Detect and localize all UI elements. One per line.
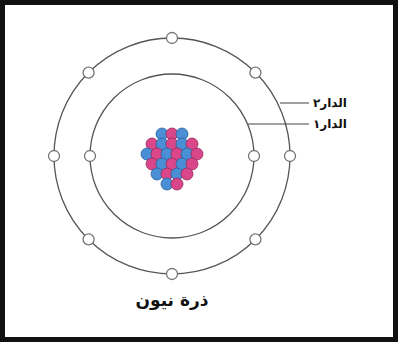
electron (167, 269, 178, 280)
electron (249, 151, 260, 162)
electron (250, 67, 261, 78)
electron (85, 151, 96, 162)
leader-line (280, 103, 309, 104)
electrons (49, 33, 296, 280)
orbit-label: الدار٢ (313, 96, 347, 110)
nucleus (141, 128, 203, 190)
proton (181, 168, 193, 180)
electron (83, 234, 94, 245)
electron (49, 151, 60, 162)
orbit-label: الدار١ (313, 117, 347, 131)
electron (250, 234, 261, 245)
electron (167, 33, 178, 44)
electron (285, 151, 296, 162)
inner-orbit (90, 74, 254, 238)
leader-line (248, 124, 309, 125)
proton (171, 178, 183, 190)
electron (83, 67, 94, 78)
caption: ذرة نيون (136, 290, 209, 310)
outer-orbit (54, 38, 290, 274)
